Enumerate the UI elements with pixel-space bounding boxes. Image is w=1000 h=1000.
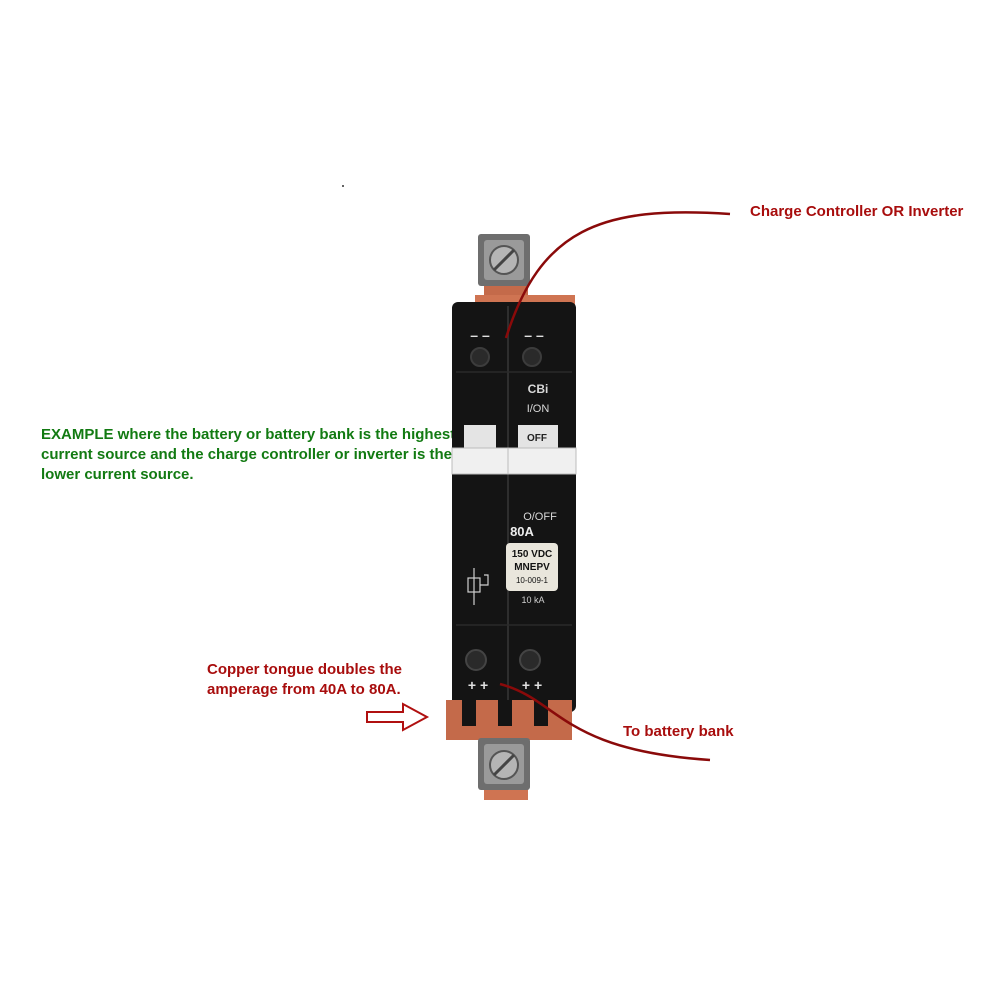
top-left-terminal-screw — [470, 347, 490, 367]
model-name: MNEPV — [514, 562, 550, 573]
current-rating: 80A — [510, 524, 534, 539]
label-example-description: EXAMPLE where the battery or battery ban… — [41, 425, 461, 485]
top-left-polarity: – – — [470, 327, 490, 343]
label-example-keyword: EXAMPLE — [41, 426, 114, 443]
breaker-toggle-handle[interactable] — [451, 447, 577, 475]
stray-dot — [342, 185, 344, 187]
top-right-polarity: – – — [524, 327, 544, 343]
bottom-right-polarity: + + — [522, 677, 542, 693]
breaker-body — [452, 302, 576, 712]
circuit-symbol-icon — [467, 568, 489, 605]
label-copper-tongue: Copper tongue doubles the amperage from … — [207, 661, 402, 698]
screw-slot-icon — [492, 753, 516, 777]
off-marking: O/OFF — [523, 511, 557, 523]
interrupt-rating: 10 kA — [521, 595, 544, 605]
brand-logo: CBi — [528, 382, 549, 396]
bottom-left-polarity: + + — [468, 677, 488, 693]
right-arrow-icon — [366, 702, 430, 732]
part-number: 10-009-1 — [516, 576, 549, 585]
on-marking: I/ON — [527, 403, 550, 415]
label-example-text: where the battery or battery bank is the… — [41, 426, 456, 483]
top-terminal-lug — [478, 234, 530, 286]
leader-line-top — [504, 211, 731, 339]
label-charge-controller-or-inverter: Charge Controller OR Inverter — [750, 203, 964, 220]
leader-line-battery — [499, 682, 711, 762]
screw-slot-icon — [492, 248, 516, 272]
bottom-terminal-lug — [478, 738, 530, 790]
handle-off-marking: OFF — [527, 433, 547, 444]
top-right-terminal-screw — [522, 347, 542, 367]
bottom-left-terminal-screw — [465, 649, 487, 671]
voltage-rating: 150 VDC — [512, 549, 553, 560]
handle-left-slot — [464, 425, 496, 449]
rating-label-plate — [506, 543, 558, 591]
label-to-battery-bank: To battery bank — [623, 723, 734, 740]
handle-right-slot — [518, 425, 558, 449]
bottom-right-terminal-screw — [519, 649, 541, 671]
